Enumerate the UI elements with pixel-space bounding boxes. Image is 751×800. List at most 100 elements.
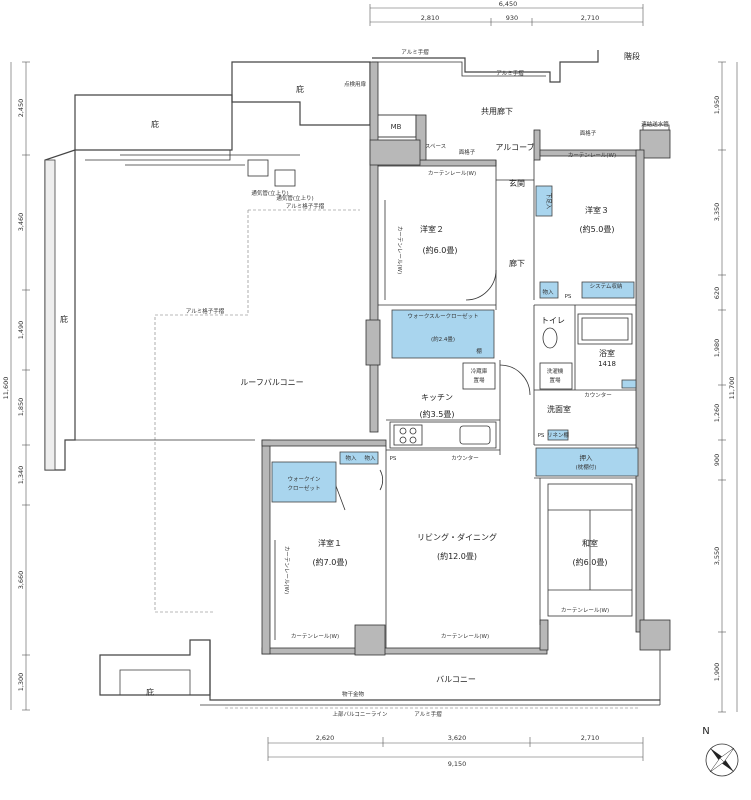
storage-label-1: 物入 bbox=[542, 288, 554, 296]
compass-north-label: N bbox=[702, 726, 709, 737]
garden-top-label: 庇 bbox=[296, 84, 304, 94]
curtain-rail-label-1: カーテンレール(W) bbox=[428, 170, 476, 177]
room-bath-name: 浴室 bbox=[599, 348, 615, 358]
curtain-rail-label-2: カーテンレール(W) bbox=[568, 152, 616, 159]
piping-space-label: 配管スペース bbox=[414, 142, 446, 150]
fire-door-label: 連結送水管 bbox=[641, 120, 669, 128]
dim-right-7: 1,900 bbox=[713, 663, 721, 682]
room-roof-balcony-name: ルーフバルコニー bbox=[240, 378, 303, 387]
room-balcony-name: バルコニー bbox=[436, 675, 476, 684]
storage-label-2: 物入 bbox=[345, 454, 357, 462]
dim-left-2: 1,490 bbox=[17, 321, 25, 340]
fridge-label-2: 置場 bbox=[473, 376, 485, 384]
vent-pipe-label-1: 通気管(立上り) bbox=[251, 189, 288, 197]
room-western1-name: 洋室１ bbox=[318, 538, 342, 548]
dim-right-3: 1,980 bbox=[713, 339, 721, 358]
room-living-size: (約12.0畳) bbox=[437, 551, 477, 561]
dim-top-1: 930 bbox=[506, 14, 518, 22]
dim-right-6: 3,550 bbox=[713, 547, 721, 566]
top-dimensions: 6,450 2,810 930 2,710 bbox=[369, 0, 644, 26]
lattice-label-1: 面格子 bbox=[459, 148, 476, 156]
room-entrance-name: 玄関 bbox=[509, 178, 525, 188]
stairs-label: 階段 bbox=[624, 51, 640, 61]
dim-left-1: 3,460 bbox=[17, 213, 25, 232]
interior-partitions bbox=[274, 160, 636, 648]
upper-balcony-line-label: 上部バルコニーライン bbox=[333, 710, 388, 718]
ps-label-3: PS bbox=[538, 433, 545, 439]
room-western2-name: 洋室２ bbox=[420, 224, 444, 234]
vent-pipe-label-2: 通気管(立上り) bbox=[276, 194, 313, 202]
dim-top-0: 2,810 bbox=[421, 14, 440, 22]
dim-left-5: 3,660 bbox=[17, 571, 25, 590]
linen-shelf bbox=[547, 429, 569, 441]
garden-bottom-label: 庇 bbox=[146, 687, 154, 697]
storage-box-1 bbox=[339, 451, 379, 465]
alum-lattice-label-1: アルミ格子手摺 bbox=[286, 202, 325, 210]
alum-lattice-label-2: アルミ格子手摺 bbox=[186, 307, 225, 315]
washer-label-2: 置場 bbox=[549, 376, 561, 384]
system-storage bbox=[581, 281, 635, 299]
dim-right-4: 1,260 bbox=[713, 404, 721, 423]
unit-walls bbox=[261, 61, 671, 656]
ps-label-1: PS bbox=[565, 294, 572, 300]
room-bath-size: 1418 bbox=[598, 360, 616, 368]
dim-left-4: 1,340 bbox=[17, 466, 25, 485]
room-japanese-name: 和室 bbox=[582, 538, 598, 548]
alum-railing-label-bottom: アルミ手摺 bbox=[414, 710, 442, 718]
storage-box-2 bbox=[539, 281, 559, 299]
curtain-rail-label-7: カーテンレール(W) bbox=[283, 546, 290, 594]
room-washroom-name: 洗面室 bbox=[547, 404, 571, 414]
room-kitchen-name: キッチン bbox=[421, 393, 453, 402]
dim-right-total: 11,700 bbox=[728, 377, 736, 400]
dim-top-total: 6,450 bbox=[499, 0, 518, 8]
alum-railing-label-top: アルミ手摺 bbox=[401, 48, 429, 56]
room-western1-size: (約7.0畳) bbox=[313, 557, 348, 567]
entrance-storage-label: 下足入 bbox=[545, 193, 552, 210]
dim-right-5: 900 bbox=[713, 454, 721, 466]
dim-right-2: 620 bbox=[713, 287, 721, 299]
room-western2-size: (約6.0畳) bbox=[423, 245, 458, 255]
dim-left-0: 2,450 bbox=[17, 99, 25, 118]
system-storage-label: システム収納 bbox=[590, 282, 623, 290]
right-dimensions: 1,950 3,350 620 1,980 1,260 900 3,550 1,… bbox=[713, 61, 738, 713]
room-western3-name: 洋室３ bbox=[585, 205, 609, 215]
dim-left-total: 11,600 bbox=[2, 377, 10, 400]
dim-bottom-0: 2,620 bbox=[316, 734, 335, 742]
mb-label: MB bbox=[391, 123, 402, 131]
walk-in-closet-label-1: ウォークイン bbox=[287, 475, 321, 483]
compass: N bbox=[702, 726, 739, 777]
check-port-label: 点検用扉 bbox=[344, 80, 367, 88]
curtain-rail-label-6: カーテンレール(W) bbox=[396, 226, 403, 274]
curtain-rail-label-5: カーテンレール(W) bbox=[561, 607, 609, 614]
garden-left-mid-label: 庇 bbox=[60, 314, 68, 324]
storage-label-3: 物入 bbox=[364, 454, 376, 462]
dim-bottom-2: 2,710 bbox=[581, 734, 600, 742]
ps-label-2: PS bbox=[390, 456, 397, 462]
dim-bottom-total: 9,150 bbox=[448, 760, 467, 768]
counter-label-2: カウンター bbox=[584, 391, 612, 399]
walk-in-closet bbox=[271, 461, 337, 503]
walk-through-closet bbox=[391, 309, 495, 359]
room-japanese-size: (約6.0畳) bbox=[573, 557, 608, 567]
oshiire-label: 押入 bbox=[580, 453, 594, 462]
walk-in-closet-label-2: クローゼット bbox=[287, 484, 320, 492]
fridge-label-1: 冷蔵庫 bbox=[471, 367, 488, 375]
curtain-rail-label-4: カーテンレール(W) bbox=[441, 633, 489, 640]
oshiire-sub-label: (枕棚付) bbox=[576, 463, 597, 471]
linen-label: リネン棚 bbox=[547, 431, 570, 439]
walk-through-size-label: (約2.4畳) bbox=[431, 335, 455, 343]
room-living-name: リビング・ダイニング bbox=[417, 532, 497, 542]
goods-rack-label: 物干金物 bbox=[342, 690, 365, 698]
dim-bottom-1: 3,620 bbox=[448, 734, 467, 742]
shelf-label: 棚 bbox=[476, 347, 482, 355]
counter-label-1: カウンター bbox=[451, 454, 479, 462]
left-dimensions: 11,600 2,450 3,460 1,490 1,850 1,340 3,6… bbox=[2, 61, 30, 711]
dim-right-1: 3,350 bbox=[713, 203, 721, 222]
balcony-area bbox=[200, 640, 661, 709]
room-alcove-name: アルコーブ bbox=[495, 142, 534, 152]
bottom-dimensions: 2,620 3,620 2,710 9,150 bbox=[267, 734, 644, 768]
lattice-label-2: 面格子 bbox=[580, 129, 597, 137]
room-labels: 洋室２ (約6.0畳) 洋室３ (約5.0畳) 洋室１ (約7.0畳) キッチン… bbox=[60, 51, 640, 697]
room-western3-size: (約5.0畳) bbox=[580, 224, 615, 234]
